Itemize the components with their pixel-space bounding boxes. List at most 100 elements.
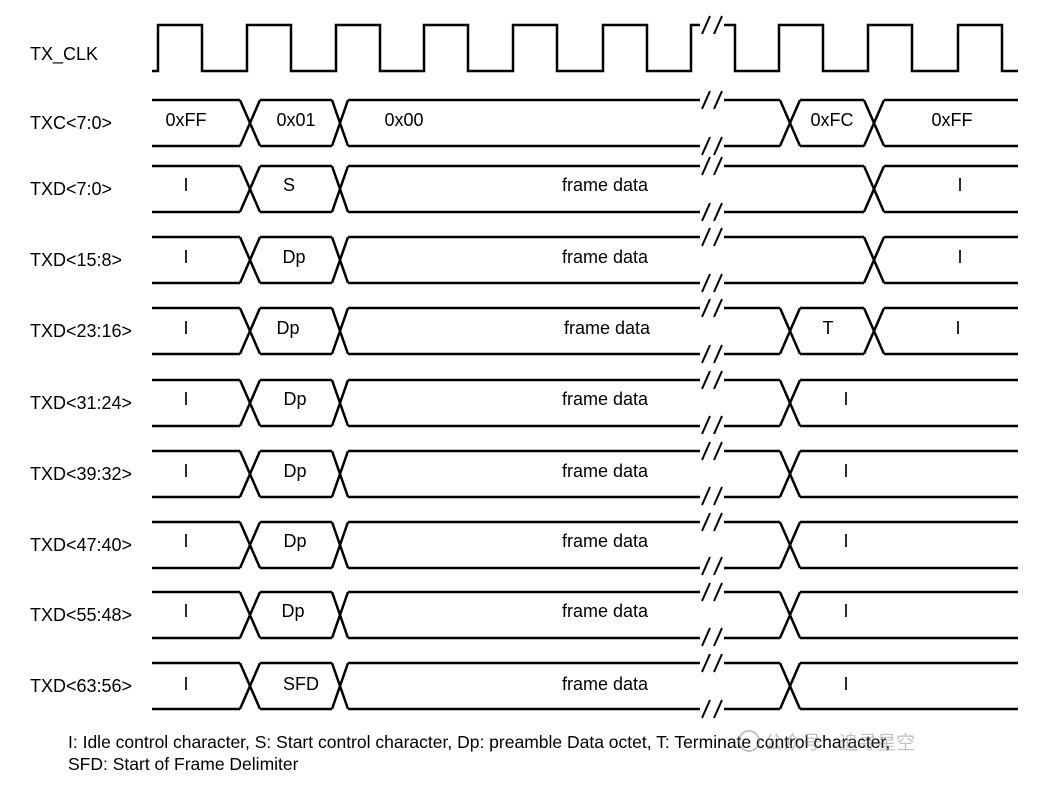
break-slash bbox=[701, 370, 711, 390]
signal-label-txd47-40: TXD<47:40> bbox=[30, 535, 132, 555]
segment-label: Dp bbox=[283, 389, 306, 409]
segment-label: frame data bbox=[562, 674, 649, 694]
segment-label: frame data bbox=[562, 389, 649, 409]
break-slash bbox=[713, 202, 723, 222]
break-slash bbox=[713, 582, 723, 602]
signal-label-tx-clk: TX_CLK bbox=[30, 44, 98, 65]
break-gap bbox=[700, 138, 724, 154]
break-slash bbox=[701, 486, 711, 506]
signal-label-txc7-0: TXC<7:0> bbox=[30, 113, 112, 133]
break-slash bbox=[701, 90, 711, 110]
break-gap bbox=[700, 92, 724, 108]
bus-waveform-txd23-16 bbox=[152, 306, 1018, 356]
signal-label-txd23-16: TXD<23:16> bbox=[30, 321, 132, 341]
segment-label: frame data bbox=[562, 461, 649, 481]
break-gap bbox=[700, 417, 724, 433]
break-gap bbox=[700, 158, 724, 174]
break-slash bbox=[713, 344, 723, 364]
break-slash bbox=[701, 227, 711, 247]
segment-label: I bbox=[957, 175, 962, 195]
segment-label: 0xFC bbox=[810, 110, 853, 130]
bus-waveform-txd7-0 bbox=[152, 164, 1018, 214]
break-gap bbox=[700, 655, 724, 671]
segment-label: frame data bbox=[562, 601, 649, 621]
bus-waveform-txd63-56 bbox=[152, 661, 1018, 711]
segment-label: 0x01 bbox=[276, 110, 315, 130]
signal-label-txd15-8: TXD<15:8> bbox=[30, 250, 122, 270]
break-slash bbox=[701, 156, 711, 176]
wechat-icon bbox=[738, 730, 760, 752]
bus-waveform-txd39-32 bbox=[152, 449, 1018, 499]
break-slash bbox=[713, 298, 723, 318]
segment-label: I bbox=[183, 175, 188, 195]
segment-label: I bbox=[183, 389, 188, 409]
segment-label: I bbox=[843, 531, 848, 551]
bus-waveform-txd15-8 bbox=[152, 235, 1018, 285]
break-slash bbox=[701, 202, 711, 222]
segment-label: frame data bbox=[562, 175, 649, 195]
break-gap bbox=[700, 229, 724, 245]
break-slash bbox=[701, 512, 711, 532]
break-gap bbox=[700, 558, 724, 574]
bus-waveform-txc7-0 bbox=[152, 98, 1018, 148]
segment-label: Dp bbox=[283, 461, 306, 481]
break-gap bbox=[700, 275, 724, 291]
segment-label: frame data bbox=[562, 531, 649, 551]
signal-label-txd7-0: TXD<7:0> bbox=[30, 179, 112, 199]
watermark-text: 公众号 · 追寻星空 bbox=[764, 732, 916, 754]
segment-label: 0x00 bbox=[384, 110, 423, 130]
break-slash bbox=[713, 653, 723, 673]
segment-label: Dp bbox=[283, 531, 306, 551]
break-gap bbox=[700, 300, 724, 316]
bus-waveform-txd31-24 bbox=[152, 378, 1018, 428]
segment-label: I bbox=[183, 247, 188, 267]
break-slash bbox=[713, 441, 723, 461]
segment-label: I bbox=[183, 461, 188, 481]
break-gap bbox=[700, 346, 724, 362]
segment-label: I bbox=[843, 389, 848, 409]
segment-label: 0xFF bbox=[931, 110, 972, 130]
break-slash bbox=[701, 582, 711, 602]
break-slash bbox=[701, 273, 711, 293]
break-slash bbox=[713, 627, 723, 647]
break-slash bbox=[713, 486, 723, 506]
break-slash bbox=[701, 699, 711, 719]
signal-label-txd55-48: TXD<55:48> bbox=[30, 605, 132, 625]
break-gap bbox=[700, 17, 724, 33]
break-slash bbox=[713, 136, 723, 156]
segment-label: S bbox=[283, 175, 295, 195]
segment-label: I bbox=[183, 531, 188, 551]
segment-label: T bbox=[823, 318, 834, 338]
break-slash bbox=[701, 627, 711, 647]
break-gap bbox=[700, 204, 724, 220]
break-slash bbox=[701, 344, 711, 364]
segment-label: I bbox=[843, 461, 848, 481]
break-slash bbox=[701, 556, 711, 576]
break-slash bbox=[701, 653, 711, 673]
break-slash bbox=[713, 156, 723, 176]
segment-label: I bbox=[183, 318, 188, 338]
segment-label: frame data bbox=[562, 247, 649, 267]
segment-label: I bbox=[183, 601, 188, 621]
segment-label: I bbox=[843, 601, 848, 621]
break-gap bbox=[700, 372, 724, 388]
segment-label: Dp bbox=[281, 601, 304, 621]
signal-label-txd63-56: TXD<63:56> bbox=[30, 676, 132, 696]
bus-waveform-txd55-48 bbox=[152, 590, 1018, 640]
legend-line-2: SFD: Start of Frame Delimiter bbox=[68, 754, 299, 774]
break-slash bbox=[713, 699, 723, 719]
break-slash bbox=[701, 415, 711, 435]
break-gap bbox=[700, 514, 724, 530]
signal-label-txd31-24: TXD<31:24> bbox=[30, 393, 132, 413]
break-gap bbox=[700, 584, 724, 600]
legend: I: Idle control character, S: Start cont… bbox=[68, 731, 890, 775]
legend-line-1: I: Idle control character, S: Start cont… bbox=[68, 732, 891, 752]
watermark: 公众号 · 追寻星空 bbox=[738, 728, 915, 755]
break-slash bbox=[713, 15, 723, 35]
break-gap bbox=[700, 701, 724, 717]
segment-label: I bbox=[955, 318, 960, 338]
break-slash bbox=[713, 273, 723, 293]
clock-waveform bbox=[152, 23, 1018, 73]
bus-waveform-txd47-40 bbox=[152, 520, 1018, 570]
